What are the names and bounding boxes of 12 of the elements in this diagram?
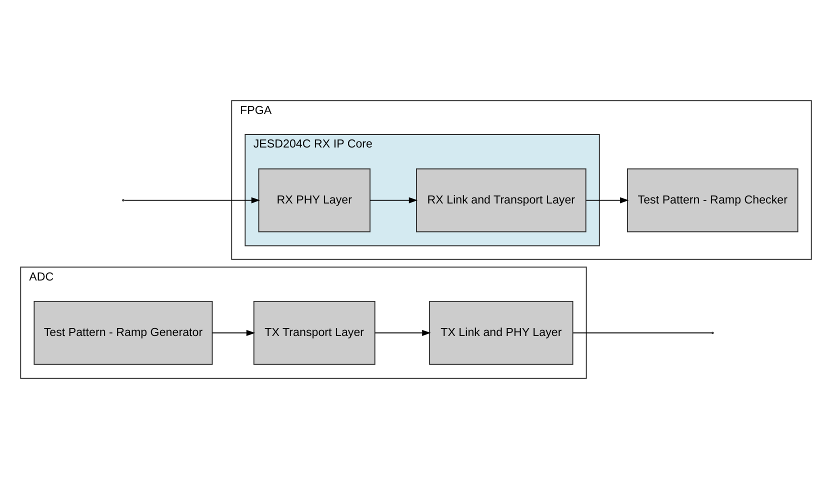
- arrow: [370, 196, 418, 203]
- arrow: [374, 329, 431, 336]
- arrow: [212, 329, 256, 336]
- node-box: Test Pattern - Ramp Checker: [627, 168, 798, 232]
- arrow: [124, 196, 260, 203]
- connector: [572, 332, 712, 333]
- node-box: Test Pattern - Ramp Generator: [34, 300, 213, 364]
- arrow: [586, 196, 629, 203]
- node-box: RX PHY Layer: [258, 168, 370, 232]
- node-box: RX Link and Transport Layer: [416, 168, 586, 232]
- node-box: TX Transport Layer: [253, 300, 376, 364]
- node-box: TX Link and PHY Layer: [429, 300, 574, 364]
